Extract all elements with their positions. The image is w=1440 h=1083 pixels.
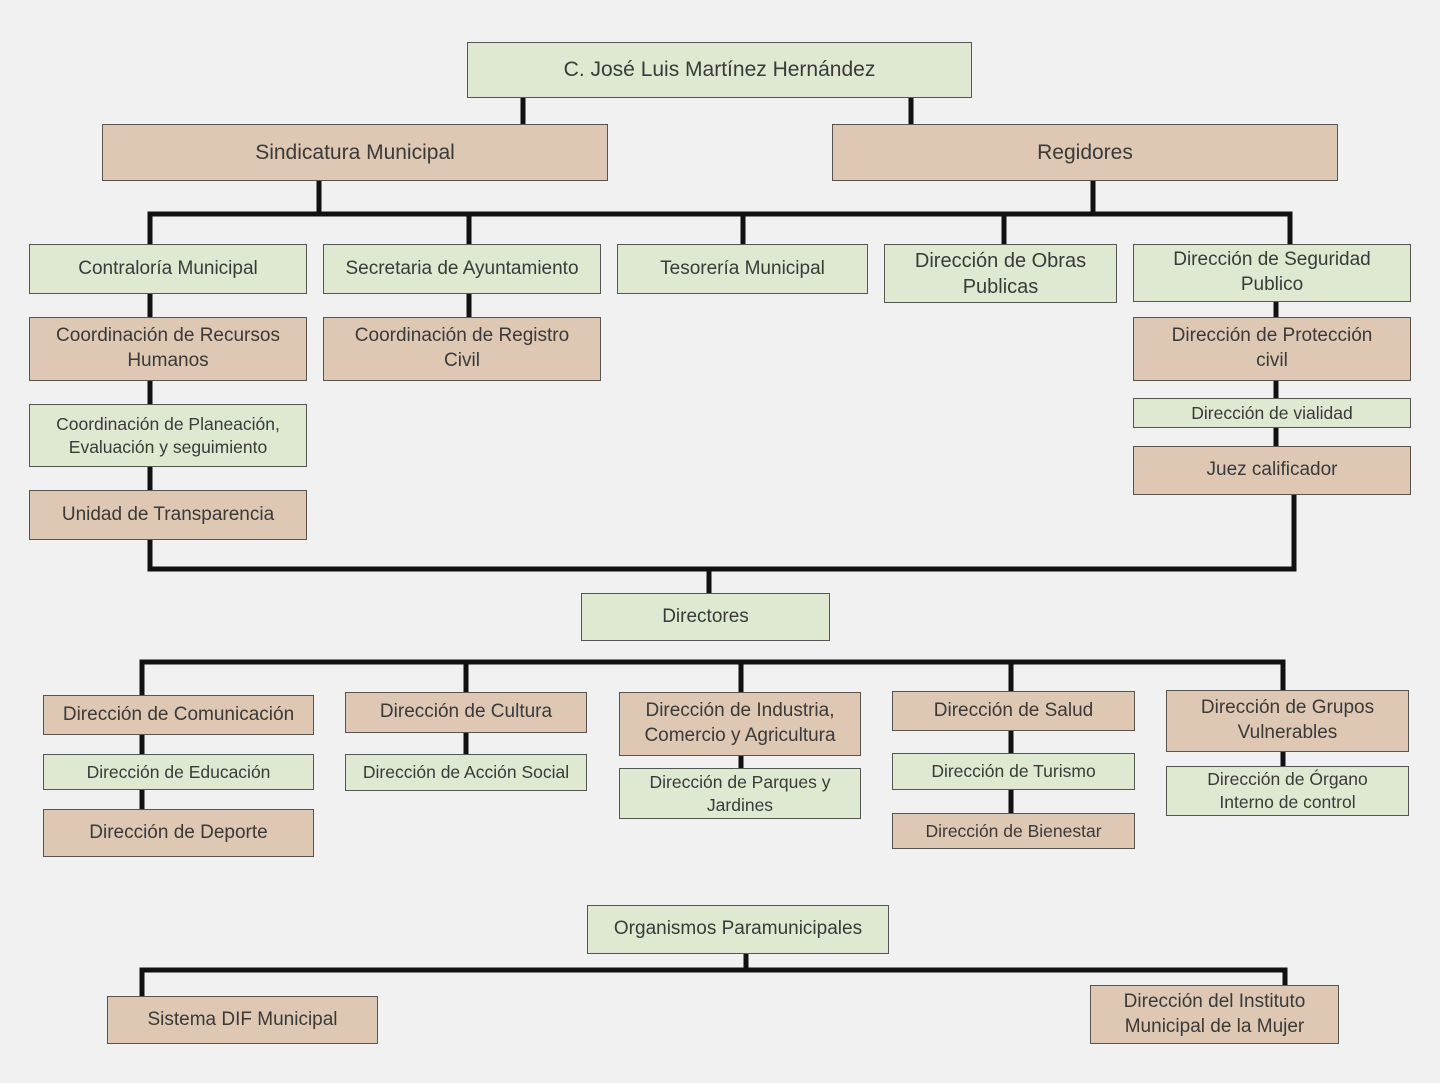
proteccion-civil-box: Dirección de Protección civil xyxy=(1133,317,1411,381)
directores-label: Directores xyxy=(662,605,749,627)
juez-label: Juez calificador xyxy=(1206,459,1338,481)
dif-box: Sistema DIF Municipal xyxy=(107,996,378,1044)
vialidad-box: Dirección de vialidad xyxy=(1133,398,1411,428)
sindicatura-box: Sindicatura Municipal xyxy=(102,124,608,181)
salud-box: Dirección de Salud xyxy=(892,691,1135,731)
paramunicipales-label: Organismos Paramunicipales xyxy=(613,918,863,940)
registro-civil-box: Coordinación de Registro Civil xyxy=(323,317,601,381)
turismo-box: Dirección de Turismo xyxy=(892,753,1135,790)
recursos-humanos-box: Coordinación de Recursos Humanos xyxy=(29,317,307,381)
obras-box: Dirección de Obras Publicas xyxy=(884,244,1117,303)
grupos-box: Dirección de Grupos Vulnerables xyxy=(1166,690,1409,752)
tesoreria-box: Tesorería Municipal xyxy=(617,244,868,294)
obras-label: Dirección de Obras Publicas xyxy=(914,249,1087,298)
proteccion-civil-label: Dirección de Protección civil xyxy=(1171,325,1373,371)
vialidad-label: Dirección de vialidad xyxy=(1191,402,1353,423)
organo-label: Dirección de Órgano Interno de control xyxy=(1207,769,1368,812)
secretaria-box: Secretaria de Ayuntamiento xyxy=(323,244,601,294)
planeacion-box: Coordinación de Planeación, Evaluación y… xyxy=(29,404,307,467)
contraloria-box: Contraloría Municipal xyxy=(29,244,307,294)
juez-box: Juez calificador xyxy=(1133,446,1411,495)
registro-civil-label: Coordinación de Registro Civil xyxy=(354,325,570,371)
transparencia-box: Unidad de Transparencia xyxy=(29,490,307,540)
sindicatura-label: Sindicatura Municipal xyxy=(255,140,455,164)
planeacion-label: Coordinación de Planeación, Evaluación y… xyxy=(56,413,280,457)
organo-box: Dirección de Órgano Interno de control xyxy=(1166,766,1409,816)
grupos-label: Dirección de Grupos Vulnerables xyxy=(1200,697,1375,743)
paramunicipales-box: Organismos Paramunicipales xyxy=(587,905,889,954)
regidores-box: Regidores xyxy=(832,124,1338,181)
cultura-box: Dirección de Cultura xyxy=(345,692,587,733)
bienestar-box: Dirección de Bienestar xyxy=(892,813,1135,849)
cultura-label: Dirección de Cultura xyxy=(379,701,553,723)
accion-social-box: Dirección de Acción Social xyxy=(345,754,587,791)
comunicacion-label: Dirección de Comunicación xyxy=(62,703,295,725)
parques-label: Dirección de Parques y Jardines xyxy=(649,771,831,815)
recursos-humanos-label: Coordinación de Recursos Humanos xyxy=(56,325,280,371)
head-label: C. José Luis Martínez Hernández xyxy=(563,58,876,82)
comunicacion-box: Dirección de Comunicación xyxy=(43,695,314,735)
secretaria-label: Secretaria de Ayuntamiento xyxy=(345,257,579,279)
deporte-label: Dirección de Deporte xyxy=(89,821,268,843)
mujer-box: Dirección del Instituto Municipal de la … xyxy=(1090,985,1339,1044)
mujer-label: Dirección del Instituto Municipal de la … xyxy=(1123,990,1306,1037)
tesoreria-label: Tesorería Municipal xyxy=(660,257,825,279)
seguridad-box: Dirección de Seguridad Publico xyxy=(1133,244,1411,302)
turismo-label: Dirección de Turismo xyxy=(931,761,1096,782)
directores-box: Directores xyxy=(581,593,830,641)
bienestar-label: Dirección de Bienestar xyxy=(925,820,1102,841)
head-box: C. José Luis Martínez Hernández xyxy=(467,42,972,98)
educacion-label: Dirección de Educación xyxy=(86,761,271,782)
seguridad-label: Dirección de Seguridad Publico xyxy=(1173,249,1371,295)
contraloria-label: Contraloría Municipal xyxy=(78,257,258,279)
industria-box: Dirección de Industria, Comercio y Agric… xyxy=(619,692,861,756)
salud-label: Dirección de Salud xyxy=(933,699,1094,721)
deporte-box: Dirección de Deporte xyxy=(43,809,314,857)
regidores-label: Regidores xyxy=(1037,140,1133,164)
dif-label: Sistema DIF Municipal xyxy=(147,1008,338,1030)
parques-box: Dirección de Parques y Jardines xyxy=(619,768,861,819)
accion-social-label: Dirección de Acción Social xyxy=(362,762,570,783)
transparencia-label: Unidad de Transparencia xyxy=(61,503,275,525)
educacion-box: Dirección de Educación xyxy=(43,754,314,790)
industria-label: Dirección de Industria, Comercio y Agric… xyxy=(644,700,836,746)
